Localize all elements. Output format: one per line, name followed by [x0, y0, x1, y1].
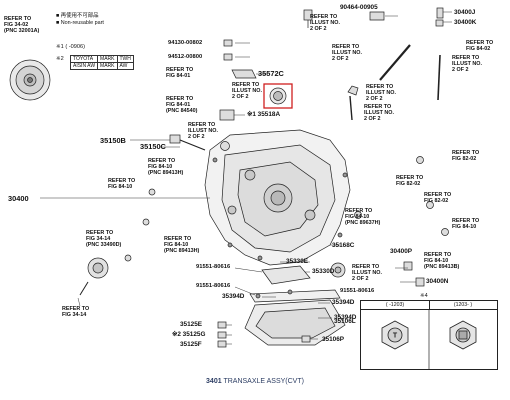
plug-head-new-icon — [449, 320, 477, 350]
part-35125f[interactable]: 35125F — [180, 341, 202, 348]
part-30400n[interactable]: 30400N — [426, 278, 449, 285]
part-91551-80616-c[interactable]: 91551-80616 — [340, 288, 375, 294]
clip-icon — [219, 109, 235, 121]
part-30400p[interactable]: 30400P — [390, 248, 413, 255]
hose-clamp-icon — [369, 11, 385, 21]
part-30400k[interactable]: 30400K — [454, 19, 477, 26]
plug-box-header-right: (1203- ) — [429, 301, 497, 310]
part-35150c[interactable]: 35150C — [140, 142, 166, 151]
legend-non-reusable: ■ Non-reusable part — [56, 20, 104, 26]
plug-head-old-icon: T — [381, 320, 409, 350]
exploded-parts-diagram — [9, 7, 452, 348]
diagram-caption: 3401 TRANSAXLE ASSY(CVT) — [0, 378, 510, 385]
drain-plug-icon — [301, 335, 311, 343]
svg-text:T: T — [393, 333, 398, 340]
bolt-icon — [148, 188, 156, 196]
part-35330e[interactable]: 35330E — [286, 258, 309, 265]
part-94130-00802[interactable]: 94130-00802 — [168, 40, 203, 46]
breather-hose-icon — [347, 44, 441, 121]
part-91551-80616-a[interactable]: 91551-80616 — [196, 264, 231, 270]
part-35150b[interactable]: 35150B — [100, 136, 126, 145]
plug-icon — [403, 261, 413, 271]
oil-pan-icon — [244, 299, 346, 346]
plug-detail-box: ( -1203) (1203- ) T — [360, 300, 498, 370]
breather-plug-icon — [303, 9, 313, 28]
plug-icon — [435, 19, 444, 27]
part-35518a[interactable]: ※1 35518A — [247, 111, 281, 118]
oil-level-gauge-icon — [169, 134, 230, 151]
part-35106p[interactable]: 35106P — [322, 336, 345, 343]
part-90464-00905[interactable]: 90464-00905 — [340, 4, 378, 11]
bolt-icon — [124, 254, 132, 262]
plug-icon — [436, 7, 444, 19]
part-35106l[interactable]: 35106L — [334, 318, 356, 325]
bolt-icon — [223, 39, 233, 47]
gasket-icon — [249, 289, 341, 303]
sensor-icon — [426, 201, 434, 209]
table-row: TOYOTA MARK TWH — [69, 55, 134, 63]
note-2: ※2 — [56, 56, 64, 62]
part-94512-00800[interactable]: 94512-00800 — [168, 54, 203, 60]
bolt-icon — [223, 53, 233, 61]
mark-table: TOYOTA MARK TWH AISIN AW MARK AW — [69, 55, 134, 70]
solenoid-icon — [79, 257, 109, 296]
part-35330d[interactable]: 35330D — [312, 268, 335, 275]
table-row: AISIN AW MARK AW — [69, 62, 134, 70]
part-35394d-c[interactable]: 35394D — [334, 314, 357, 321]
part-35168c[interactable]: 35168C — [332, 242, 355, 249]
plug-icon — [415, 277, 425, 287]
strainer-icon — [261, 262, 346, 285]
part-91551-80616-b[interactable]: 91551-80616 — [196, 283, 231, 289]
plug-box-title: ※4 — [420, 293, 428, 299]
part-35394d-b[interactable]: 35394D — [332, 299, 355, 306]
part-35125e[interactable]: 35125E — [180, 321, 203, 328]
part-35394d-a[interactable]: 35394D — [222, 293, 245, 300]
bracket-icon — [231, 69, 257, 79]
bolt-icon — [142, 218, 150, 226]
part-35572c[interactable]: 35572C — [258, 69, 284, 78]
plug-variants-drawing: T — [381, 309, 477, 369]
section-title: TRANSAXLE ASSY(CVT) — [223, 378, 304, 385]
drain-plug-icon — [217, 321, 227, 329]
section-code: 3401 — [206, 378, 222, 385]
sensor-icon — [354, 211, 362, 219]
highlighted-oil-seal-icon — [263, 83, 293, 109]
legend-reusable: ■ 再使用不可部品 — [56, 13, 99, 19]
transaxle-case-drawing — [204, 129, 351, 266]
sensor-icon — [441, 228, 449, 236]
note-1: ※1 ( -0906) — [56, 44, 85, 50]
sensor-icon — [416, 156, 424, 164]
drain-plug-icon — [217, 331, 227, 339]
drain-plug-icon — [217, 340, 227, 348]
torque-converter-icon — [9, 59, 51, 101]
part-30400[interactable]: 30400 — [8, 194, 29, 203]
part-35125g[interactable]: ※2 35125G — [172, 331, 206, 338]
part-30400j[interactable]: 30400J — [454, 9, 476, 16]
plug-box-header-left: ( -1203) — [361, 301, 430, 310]
